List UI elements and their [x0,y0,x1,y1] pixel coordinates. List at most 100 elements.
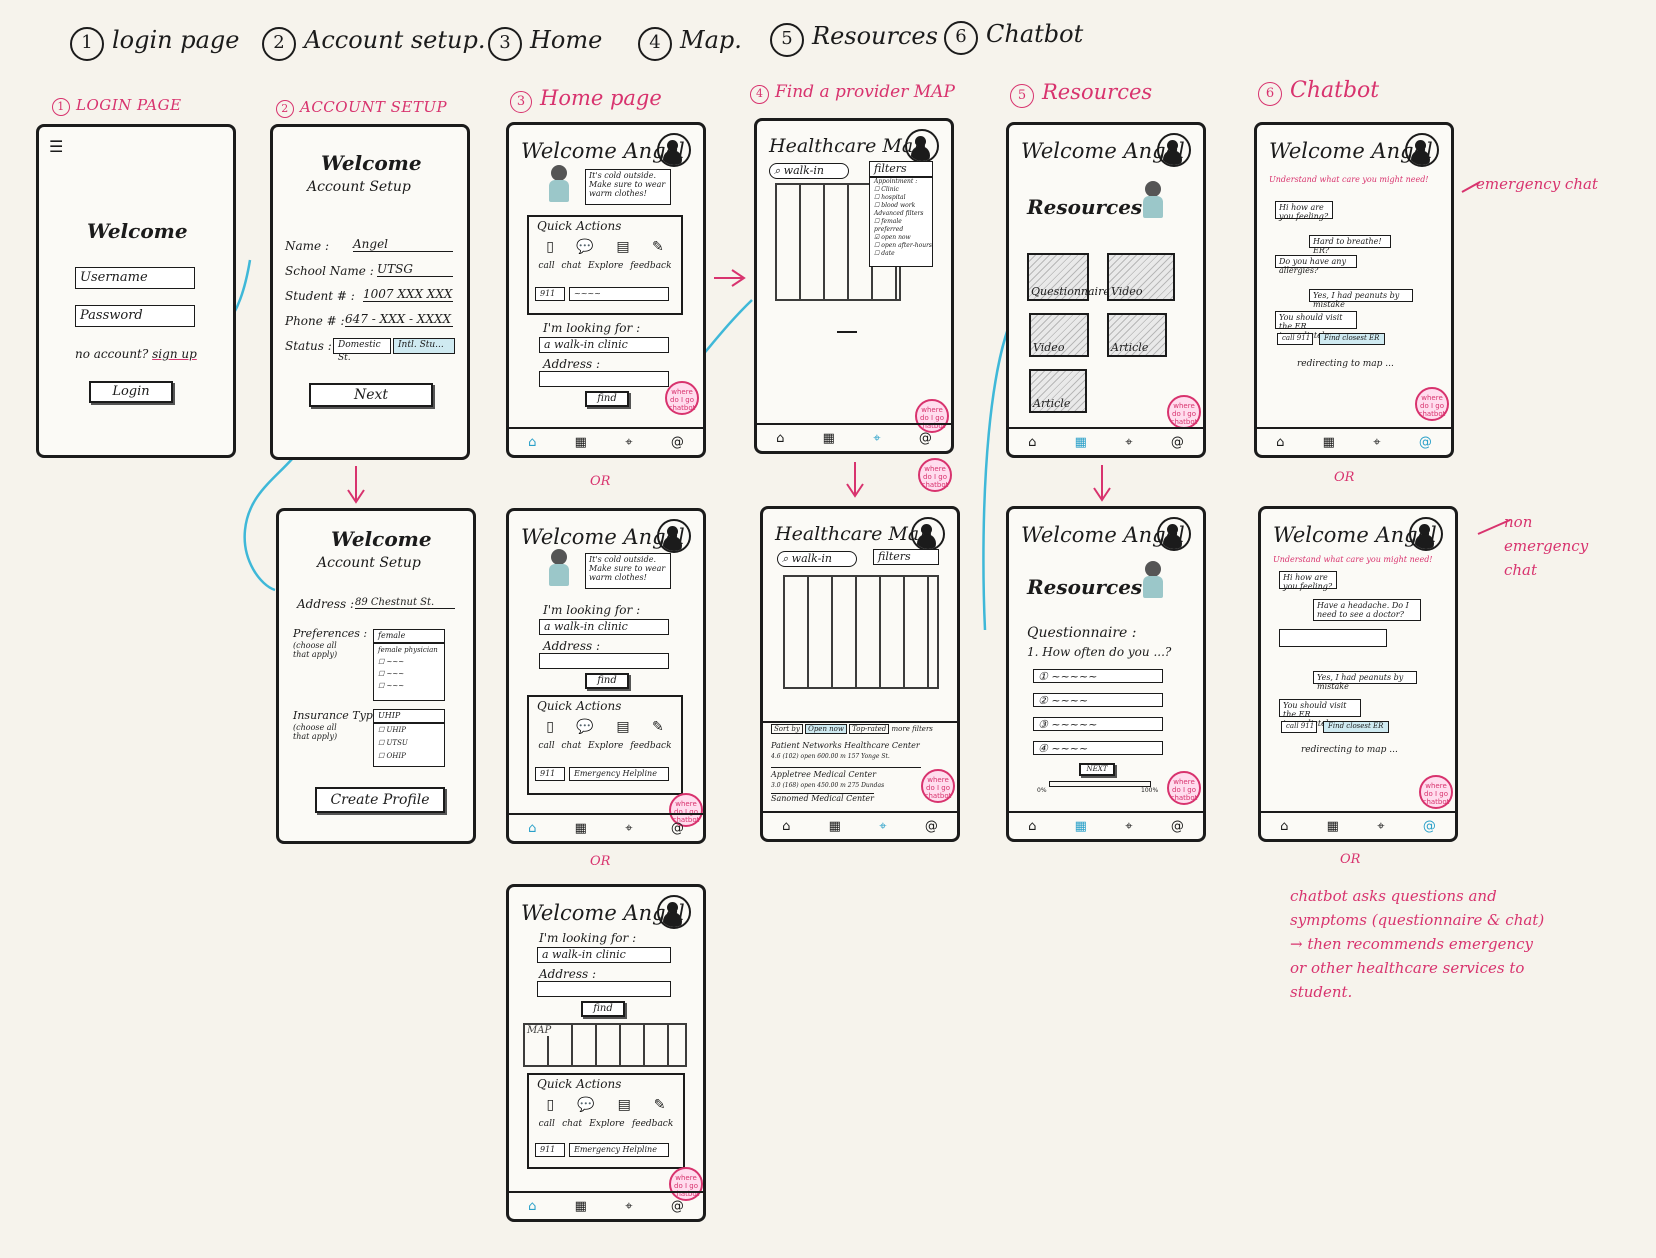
chat-icon[interactable]: 💬 [576,239,594,255]
chatbot-icon[interactable]: @ [1422,818,1436,834]
chat-b-call-911-button[interactable]: call 911 [1281,721,1317,733]
grid-icon[interactable]: ▦ [574,1198,587,1214]
chat-icon[interactable]: 💬 [577,1097,595,1113]
grid-icon[interactable]: ▦ [1074,818,1087,834]
chatbot-badge[interactable]: where do I go chatbot [1419,775,1453,809]
chatbot-icon[interactable]: @ [670,434,684,450]
questionnaire-tile[interactable]: Questionnaire [1027,253,1110,301]
home-icon[interactable]: ⌂ [1028,434,1037,450]
answer-option-1[interactable]: ① ~~~~~ [1033,669,1163,683]
address-field[interactable]: 89 Chestnut St. [355,597,455,609]
phone-icon[interactable]: ▯ [546,239,554,255]
sort-by-button[interactable]: Sort by [771,724,803,734]
explore-icon[interactable]: ▤ [616,719,630,735]
pin-icon[interactable]: ⌖ [1373,434,1381,450]
avatar-icon[interactable] [1409,517,1443,551]
answer-option-4[interactable]: ④ ~~~~ [1033,741,1163,755]
find-button[interactable]: find [585,673,629,689]
answer-option-3[interactable]: ③ ~~~~~ [1033,717,1163,731]
explore-icon[interactable]: ▤ [617,1097,631,1113]
chat-b-find-er-button[interactable]: Find closest ER [1323,721,1389,733]
chatbot-icon[interactable]: @ [670,1198,684,1214]
avatar-icon[interactable] [905,129,939,163]
username-input[interactable]: Username [75,267,195,289]
chatbot-badge[interactable]: where do I go chatbot [1415,387,1449,421]
filters-dropdown[interactable]: filters [873,549,939,565]
video-tile-2[interactable]: Video [1029,313,1089,357]
status-domestic[interactable]: Domestic St. [333,338,391,363]
login-button[interactable]: Login [89,381,173,403]
chatbot-badge-float[interactable]: where do I go chatbot [918,458,952,492]
status-international[interactable]: Intl. Stu... [393,338,455,354]
questionnaire-next-button[interactable]: NEXT [1079,763,1115,776]
pin-icon[interactable]: ⌖ [625,1198,633,1214]
chatbot-badge[interactable]: where do I go chatbot [921,769,955,803]
chatbot-icon[interactable]: @ [1170,434,1184,450]
pin-icon[interactable]: ⌖ [873,430,881,446]
pin-icon[interactable]: ⌖ [1377,818,1385,834]
password-input[interactable]: Password [75,305,195,327]
home-icon[interactable]: ⌂ [782,818,791,834]
chat-a-call-911-button[interactable]: call 911 [1277,333,1313,345]
chatbot-icon[interactable]: @ [1170,818,1184,834]
avatar-icon[interactable] [657,519,691,553]
next-button[interactable]: Next [309,383,433,407]
pin-icon[interactable]: ⌖ [625,434,633,450]
avatar-icon[interactable] [1405,133,1439,167]
answer-option-2[interactable]: ② ~~~~ [1033,693,1163,707]
phone-field[interactable]: 647 - XXX - XXXX [345,312,453,327]
emergency-helpline-button[interactable]: Emergency Helpline [569,767,669,781]
feedback-icon[interactable]: ✎ [652,239,664,255]
home-icon[interactable]: ⌂ [1028,818,1037,834]
filters-panel[interactable]: Appointment :☐ Clinic☐ hospital☐ blood w… [869,177,933,267]
emergency-helpline-button[interactable]: Emergency Helpline [569,1143,669,1157]
menu-icon[interactable]: ☰ [49,137,64,156]
grid-icon[interactable]: ▦ [1326,818,1339,834]
sign-up-link[interactable]: sign up [152,347,197,361]
home-icon[interactable]: ⌂ [528,1198,537,1214]
grid-icon[interactable]: ▦ [574,434,587,450]
avatar-icon[interactable] [657,895,691,929]
looking-select[interactable]: a walk-in clinic [539,337,669,353]
avatar-icon[interactable] [1157,133,1191,167]
looking-select[interactable]: a walk-in clinic [539,619,669,635]
call-911-button[interactable]: 911 [535,1143,565,1157]
article-tile-2[interactable]: Article [1029,369,1087,413]
grid-icon[interactable]: ▦ [574,820,587,836]
handle[interactable] [837,331,857,333]
chatbot-badge[interactable]: where do I go chatbot [1167,395,1201,429]
address-input[interactable] [539,371,669,387]
chatbot-badge[interactable]: where do I go chatbot [1167,771,1201,805]
looking-select[interactable]: a walk-in clinic [537,947,671,963]
chatbot-icon[interactable]: @ [924,818,938,834]
create-profile-button[interactable]: Create Profile [315,787,445,813]
pin-icon[interactable]: ⌖ [1125,818,1133,834]
emergency-helpline-button[interactable]: ~~~~ [569,287,669,301]
map-view[interactable] [783,575,939,689]
pin-icon[interactable]: ⌖ [879,818,887,834]
chatbot-badge[interactable]: where do I go chatbot [665,381,699,415]
preferences-list[interactable]: female physician☐ ~~~☐ ~~~☐ ~~~ [373,643,445,701]
video-tile-1[interactable]: Video [1107,253,1175,301]
name-field[interactable]: Angel [353,237,453,252]
preferences-select[interactable]: female [373,629,445,643]
feedback-icon[interactable]: ✎ [652,719,664,735]
call-911-button[interactable]: 911 [535,287,565,301]
open-now-chip[interactable]: Open now [805,724,847,734]
map-search-input[interactable]: ⌕ walk-in [777,551,857,567]
student-field[interactable]: 1007 XXX XXX [363,287,453,302]
pin-icon[interactable]: ⌖ [625,820,633,836]
result-3[interactable]: Sanomed Medical Center [771,793,874,803]
avatar-icon[interactable] [911,517,945,551]
chatbot-badge[interactable]: where do I go chatbot [669,1167,703,1201]
article-tile-1[interactable]: Article [1107,313,1167,357]
top-rated-chip[interactable]: Top-rated [849,724,890,734]
grid-icon[interactable]: ▦ [1074,434,1087,450]
home-icon[interactable]: ⌂ [1280,818,1289,834]
call-911-button[interactable]: 911 [535,767,565,781]
home-icon[interactable]: ⌂ [528,434,537,450]
home-icon[interactable]: ⌂ [1276,434,1285,450]
grid-icon[interactable]: ▦ [1322,434,1335,450]
